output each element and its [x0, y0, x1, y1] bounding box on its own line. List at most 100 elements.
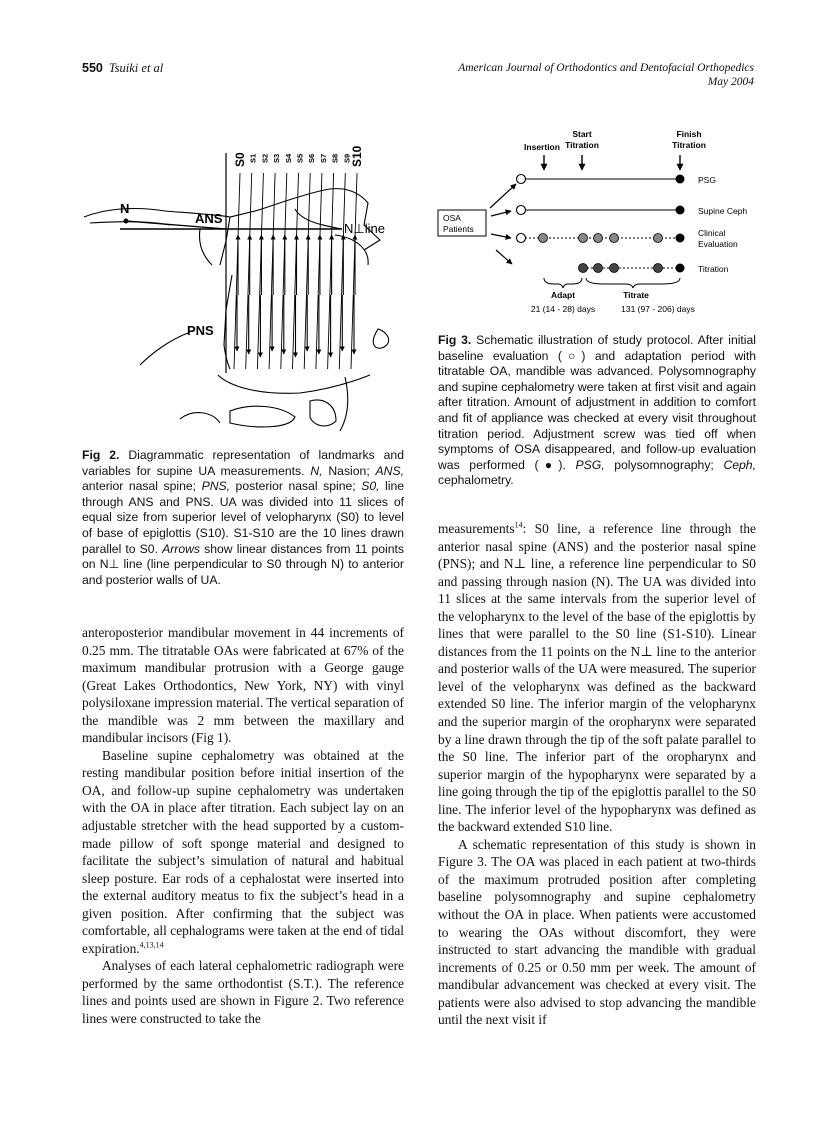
branch-titration	[495, 249, 513, 265]
slice-label: S9	[342, 154, 351, 163]
branch-psg	[489, 183, 517, 209]
slice-line	[327, 172, 335, 370]
caption-text: anterior nasal spine;	[82, 479, 202, 494]
row-supine-ceph: Supine Ceph	[515, 204, 747, 216]
row-label: Supine Ceph	[698, 206, 747, 216]
caption-text: show linear distances from 11 points on …	[82, 541, 404, 587]
running-header-right: American Journal of Orthodontics and Den…	[458, 61, 754, 89]
branch-ceph	[490, 209, 512, 217]
followup-filled-circle	[675, 174, 685, 184]
label-pns: PNS	[187, 323, 214, 338]
slice-label: S1	[249, 154, 258, 163]
row-label: Evaluation	[698, 239, 738, 249]
nasion-connector	[125, 220, 227, 230]
followup-filled-circle	[675, 205, 685, 215]
label-insertion: Insertion	[524, 142, 560, 152]
slice-line	[303, 172, 311, 370]
body-column-right: measurements14: S0 line, a reference lin…	[438, 520, 756, 1029]
paragraph-text: measurements	[438, 521, 515, 536]
slice-lines	[233, 172, 358, 370]
caption-text: ) and adaptation period with titratable …	[438, 348, 756, 472]
caption-text: ).	[558, 457, 576, 472]
label-titrate-days: 131 (97 - 206) days	[621, 304, 695, 314]
caption-label: Fig 3.	[438, 333, 472, 347]
slice-label: S8	[331, 154, 340, 163]
slice-line	[256, 172, 264, 370]
page-number: 550	[82, 61, 103, 75]
osa-patients-box	[437, 209, 487, 237]
slice-line	[245, 172, 253, 370]
running-header-left: 550 Tsuiki et al	[82, 61, 163, 76]
slice-line	[268, 172, 276, 370]
slice-label: S2	[260, 154, 269, 163]
slice-label: S10	[350, 145, 364, 167]
caption-text: line through ANS and PNS. UA was divided…	[82, 479, 404, 556]
visit-circle	[593, 263, 603, 273]
caption-abbrev: S0,	[361, 479, 380, 494]
slice-label: S6	[307, 154, 316, 163]
slice-line	[338, 172, 346, 370]
slice-label: S7	[319, 154, 328, 163]
caption-abbrev: N,	[310, 463, 323, 478]
followup-filled-circle	[675, 233, 685, 243]
journal-name: American Journal of Orthodontics and Den…	[458, 62, 754, 74]
measurement-arrows	[234, 234, 358, 358]
row-label: Clinical	[698, 228, 726, 238]
slice-line	[292, 172, 299, 370]
slice-line	[315, 172, 323, 370]
open-circle-icon: ○	[561, 348, 582, 363]
paragraph: Analyses of each lateral cephalometric r…	[82, 958, 404, 1027]
label-adapt: Adapt	[551, 290, 575, 300]
visit-circle	[609, 233, 619, 243]
paragraph: anteroposterior mandibular movement in 4…	[82, 625, 404, 746]
row-titration: Titration	[578, 263, 729, 274]
reference-superscript: 4,13,14	[139, 940, 164, 950]
label-start-2: Titration	[565, 140, 599, 150]
paragraph-text: : S0 line, a reference line through the …	[438, 521, 756, 835]
titrate-brace	[585, 277, 681, 289]
adapt-brace	[543, 277, 583, 289]
caption-abbrev: PSG,	[575, 457, 605, 472]
caption-abbrev: Arrows	[162, 541, 201, 556]
caption-abbrev: PNS,	[201, 479, 231, 494]
label-adapt-days: 21 (14 - 28) days	[531, 304, 595, 314]
slice-label: S4	[284, 153, 293, 163]
label-osa: OSA	[443, 213, 461, 223]
visit-circle	[578, 263, 588, 273]
row-label: Titration	[698, 264, 729, 274]
row-label: PSG	[698, 175, 716, 185]
caption-label: Fig 2.	[82, 448, 120, 462]
caption-text: posterior nasal spine;	[230, 479, 362, 494]
slice-line	[280, 172, 288, 370]
figure-3-caption: Fig 3. Schematic illustration of study p…	[438, 333, 756, 489]
nasion-point	[123, 218, 129, 224]
label-ans: ANS	[195, 211, 223, 226]
baseline-open-circle	[515, 232, 527, 244]
figure-2-caption: Fig 2. Diagrammatic representation of la…	[82, 448, 404, 588]
label-finish-2: Titration	[672, 140, 706, 150]
label-start-1: Start	[572, 129, 592, 139]
visit-circle	[578, 233, 588, 243]
followup-filled-circle	[675, 263, 685, 273]
caption-text: cephalometry.	[438, 473, 514, 488]
visit-circle	[538, 233, 548, 243]
caption-abbrev: Ceph,	[723, 457, 756, 472]
slice-line	[350, 172, 358, 370]
label-titrate: Titrate	[623, 290, 649, 300]
visit-circle	[653, 263, 663, 273]
branch-clinical	[490, 233, 512, 240]
slice-label: S3	[272, 154, 281, 163]
slice-label: S5	[296, 154, 305, 163]
caption-text: Schematic illustration of study protocol…	[438, 333, 757, 363]
paragraph-text: Baseline supine cephalometry was obtaine…	[82, 747, 404, 956]
baseline-open-circle	[515, 173, 527, 185]
label-n-line: N⊥line	[344, 221, 385, 236]
authors: Tsuiki et al	[108, 61, 164, 75]
slice-line	[233, 172, 241, 370]
anatomy-outline	[83, 188, 390, 432]
reference-superscript: 14	[514, 520, 523, 530]
visit-circle	[653, 233, 663, 243]
